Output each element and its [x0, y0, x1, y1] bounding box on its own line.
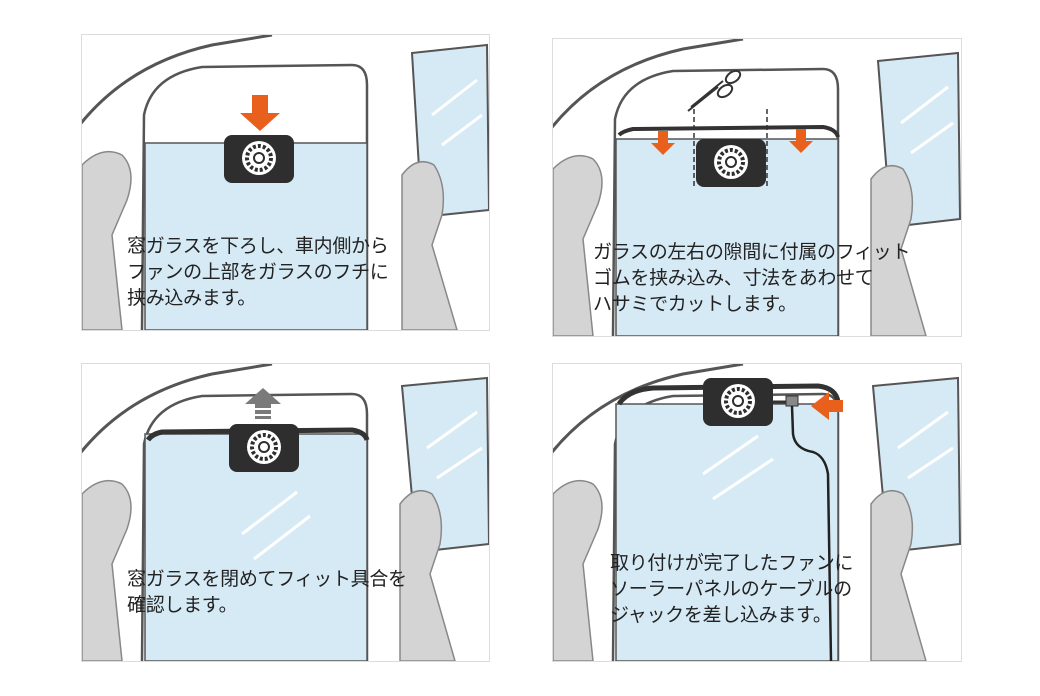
- step-2-caption: ガラスの左右の隙間に付属のフィット ゴムを挟み込み、寸法をあわせて ハサミでカッ…: [593, 241, 911, 315]
- car-window-illustration: [553, 364, 961, 661]
- step-1-panel: 窓ガラスを下ろし、車内側から ファンの上部をガラスのフチに 挟み込みます。: [81, 34, 490, 331]
- car-window-illustration: [553, 39, 961, 336]
- scissors-icon: [687, 69, 742, 112]
- step-3-panel: 窓ガラスを閉めてフィット具合を 確認します。: [81, 363, 490, 662]
- step-1-caption: 窓ガラスを下ろし、車内側から ファンの上部をガラスのフチに 挟み込みます。: [127, 235, 389, 309]
- step-2-panel: ガラスの左右の隙間に付属のフィット ゴムを挟み込み、寸法をあわせて ハサミでカッ…: [552, 38, 962, 337]
- step-3-caption: 窓ガラスを閉めてフィット具合を 確認します。: [127, 568, 407, 616]
- car-window-illustration: [82, 364, 489, 661]
- step-4-panel: 取り付けが完了したファンに ソーラーパネルのケーブルの ジャックを差し込みます。: [552, 363, 962, 662]
- step-4-caption: 取り付けが完了したファンに ソーラーパネルのケーブルの ジャックを差し込みます。: [610, 552, 854, 626]
- car-window-illustration: [82, 35, 489, 330]
